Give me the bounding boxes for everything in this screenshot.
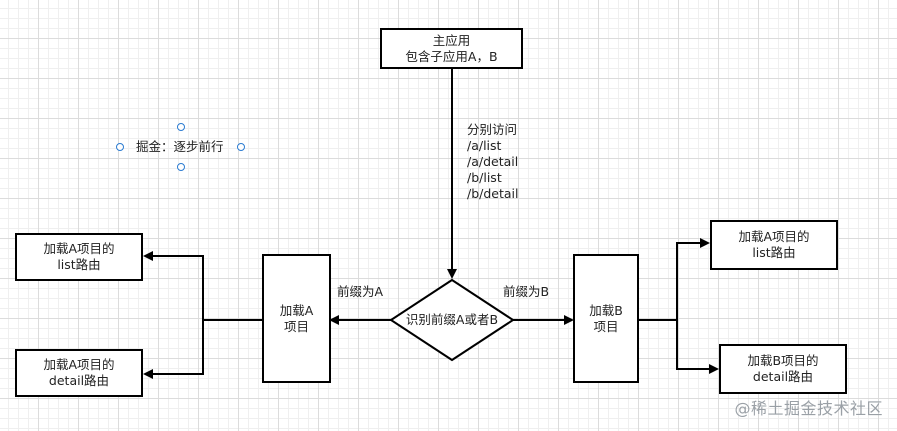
resize-handle-top[interactable] [177,123,185,131]
resize-handle-left[interactable] [116,143,124,151]
prefix-a-label: 前缀为A [337,284,384,299]
right-list-route-box[interactable]: 加载A项目的 list路由 [710,220,838,270]
watermark: @稀土掘金技术社区 [734,399,883,418]
edge-load-a-to-list [143,251,262,321]
b-detail-route-box[interactable]: 加载B项目的 detail路由 [719,344,847,394]
edge-load-a-to-detail [143,320,204,379]
load-b-box[interactable]: 加载B 项目 [573,254,639,383]
prefix-b-label: 前缀为B [503,284,550,299]
edge-load-b-to-list [638,238,710,321]
a-detail-route-box[interactable]: 加载A项目的 detail路由 [15,349,143,397]
recognize-diamond-label: 识别前缀A或者B [405,312,499,327]
selected-text-element[interactable]: 掘金：逐步前行 [136,139,224,154]
recognize-diamond[interactable] [389,278,515,362]
a-list-route-box[interactable]: 加载A项目的 list路由 [15,233,143,281]
edge-load-b-to-detail [676,320,719,374]
load-a-box[interactable]: 加载A 项目 [262,254,331,383]
resize-handle-bottom[interactable] [177,163,185,171]
resize-handle-right[interactable] [237,143,245,151]
main-app-box[interactable]: 主应用 包含子应用A，B [380,28,523,69]
access-paths-label: 分别访问 /a/list /a/detail /b/list /b/detail [467,122,519,201]
